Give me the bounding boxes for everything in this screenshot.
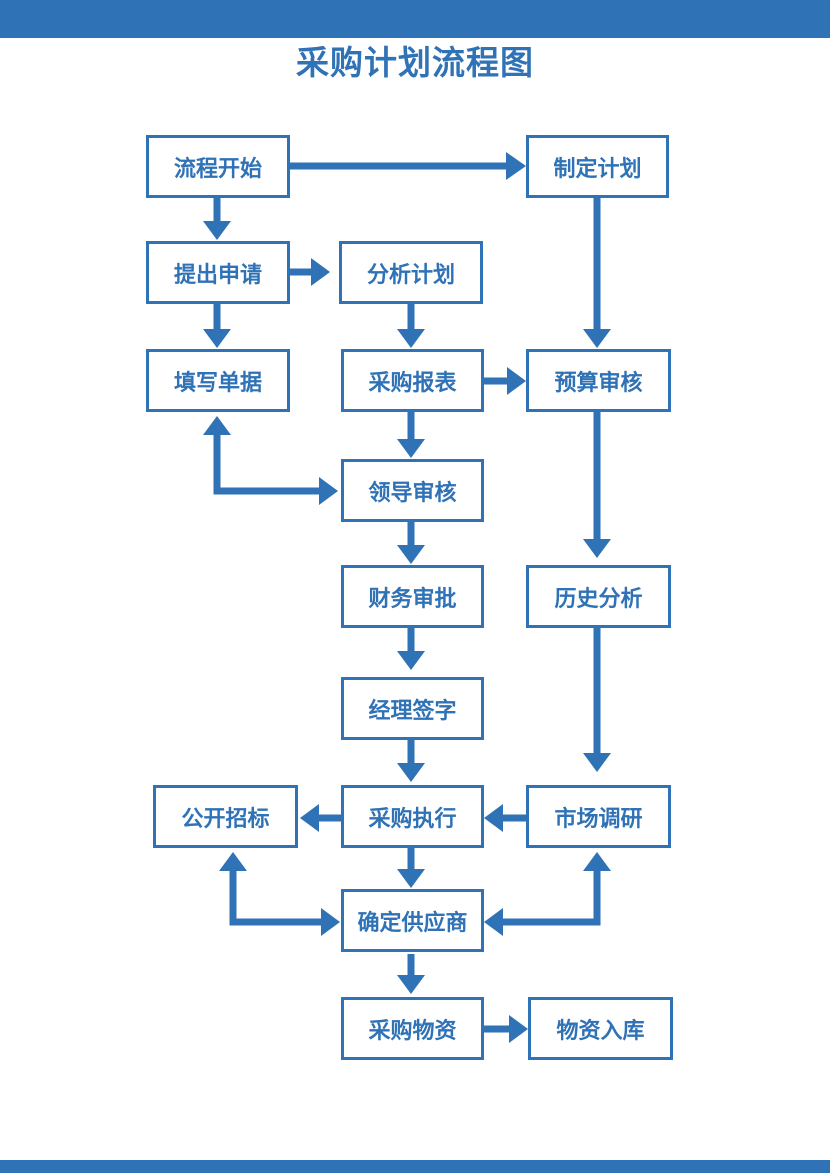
node-goods-storage: 物资入库 [528, 997, 673, 1060]
arrowhead [219, 852, 247, 871]
node-confirm-supplier: 确定供应商 [341, 889, 484, 952]
arrowhead [484, 804, 503, 832]
node-purchase-goods: 采购物资 [341, 997, 484, 1060]
node-submit-request: 提出申请 [146, 241, 290, 304]
arrowhead [300, 804, 319, 832]
arrowhead [319, 477, 338, 505]
node-analyze-plan: 分析计划 [339, 241, 483, 304]
bottom-banner [0, 1160, 830, 1173]
arrowhead [397, 975, 425, 994]
arrowhead [583, 329, 611, 348]
arrow-tender-to-supplier [229, 870, 322, 926]
arrowhead [397, 763, 425, 782]
arrowhead [506, 152, 526, 180]
arrowhead [397, 329, 425, 348]
arrowhead [203, 416, 231, 435]
arrow-fill-to-leader [213, 434, 320, 495]
arrowhead [507, 367, 526, 395]
node-fill-form: 填写单据 [146, 349, 290, 412]
node-purchase-execute: 采购执行 [341, 785, 484, 848]
arrowhead [509, 1015, 528, 1043]
arrowhead [203, 221, 231, 240]
arrowhead [583, 539, 611, 558]
arrowhead [321, 908, 340, 936]
diagram-title: 采购计划流程图 [296, 43, 534, 82]
node-leader-review: 领导审核 [341, 459, 484, 522]
node-purchase-report: 采购报表 [341, 349, 484, 412]
arrowhead [397, 651, 425, 670]
arrowhead [484, 908, 503, 936]
arrowhead [311, 258, 330, 286]
node-budget-review: 预算审核 [526, 349, 671, 412]
node-finance-approval: 财务审批 [341, 565, 484, 628]
node-public-tender: 公开招标 [153, 785, 298, 848]
arrowhead [583, 852, 611, 871]
node-make-plan: 制定计划 [526, 135, 669, 198]
arrowhead [397, 869, 425, 888]
node-start: 流程开始 [146, 135, 290, 198]
arrowhead [397, 545, 425, 564]
arrowhead [203, 329, 231, 348]
node-market-research: 市场调研 [526, 785, 671, 848]
arrowhead [583, 753, 611, 772]
top-banner [0, 0, 830, 38]
node-manager-sign: 经理签字 [341, 677, 484, 740]
node-history-analysis: 历史分析 [526, 565, 671, 628]
arrow-market-to-supplier [502, 870, 601, 926]
arrowhead [397, 439, 425, 458]
